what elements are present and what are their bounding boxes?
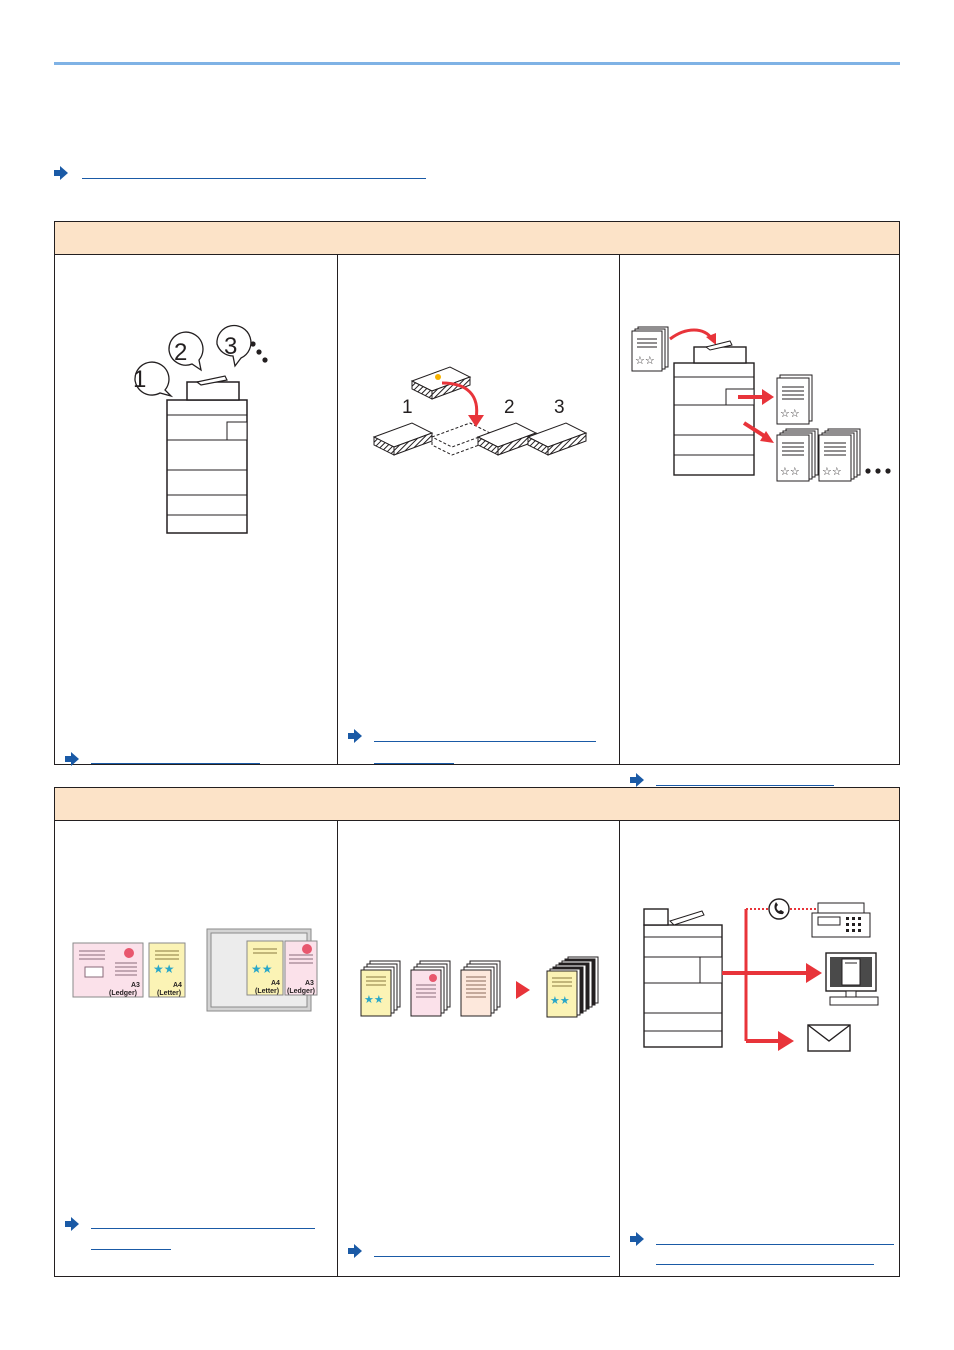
balloon-3: 3 bbox=[216, 324, 252, 368]
svg-text:2: 2 bbox=[174, 339, 187, 366]
output-3: ☆☆ bbox=[818, 428, 861, 482]
scan-set-3 bbox=[460, 960, 501, 1017]
section-2-cell-2: ★★ bbox=[337, 821, 619, 1276]
svg-text:★★: ★★ bbox=[364, 994, 384, 1006]
phone-icon bbox=[768, 898, 790, 920]
section-1-cell-1: 1 2 3 bbox=[55, 255, 337, 766]
scan-set-2 bbox=[410, 960, 451, 1017]
svg-text:★★: ★★ bbox=[550, 995, 570, 1007]
link-arrow-icon bbox=[630, 1232, 644, 1246]
balloon-1: 1 bbox=[133, 361, 174, 398]
svg-text:☆☆: ☆☆ bbox=[635, 355, 655, 367]
section-1-cell-3: ☆☆ ☆☆ bbox=[619, 255, 901, 787]
copy-multiple-illustration: ☆☆ ☆☆ bbox=[631, 326, 891, 482]
fax-icon bbox=[811, 902, 871, 938]
link-arrow-icon bbox=[348, 729, 362, 743]
output-1: ☆☆ bbox=[776, 374, 813, 425]
section-2-cell-3 bbox=[619, 821, 901, 1276]
svg-text:☆☆: ☆☆ bbox=[822, 466, 842, 478]
svg-text:A4: A4 bbox=[271, 980, 280, 987]
scan-output: ★★ bbox=[546, 956, 599, 1018]
output-2: ☆☆ bbox=[776, 428, 819, 482]
svg-text:3: 3 bbox=[554, 397, 565, 418]
svg-text:A3: A3 bbox=[305, 980, 314, 987]
section-1-header bbox=[55, 222, 899, 255]
a3-original: A3 (Ledger) bbox=[72, 942, 144, 998]
section-2-header bbox=[55, 788, 899, 821]
scan-set-1: ★★ bbox=[360, 960, 401, 1017]
stack-2 bbox=[476, 422, 538, 456]
mixed-size-illustration: A3 (Ledger) ★★ A4 (Letter) ★★ A4 (Letter… bbox=[72, 928, 318, 1012]
multi-send-illustration bbox=[643, 898, 879, 1052]
a4-original: ★★ A4 (Letter) bbox=[148, 942, 186, 998]
svg-text:A4: A4 bbox=[173, 982, 182, 989]
svg-text:1: 1 bbox=[133, 366, 146, 393]
link-arrow-icon bbox=[65, 1217, 79, 1231]
section-2-cell-1: A3 (Ledger) ★★ A4 (Letter) ★★ A4 (Letter… bbox=[55, 821, 337, 1276]
svg-text:☆☆: ☆☆ bbox=[780, 466, 800, 478]
original-stack: ☆☆ bbox=[631, 326, 669, 372]
svg-text:(Letter): (Letter) bbox=[255, 988, 279, 995]
stack-3 bbox=[526, 422, 588, 456]
svg-text:(Ledger): (Ledger) bbox=[109, 990, 137, 997]
top-link[interactable] bbox=[54, 164, 426, 182]
top-rule bbox=[54, 62, 900, 65]
link-arrow-icon bbox=[54, 166, 68, 180]
interrupt-copy-illustration: 1 2 3 bbox=[372, 366, 588, 456]
svg-text:(Ledger): (Ledger) bbox=[287, 988, 315, 995]
link-arrow-icon bbox=[65, 752, 79, 766]
svg-text:A3: A3 bbox=[131, 982, 140, 989]
svg-text:★★: ★★ bbox=[153, 962, 175, 976]
section-1-cell-2: 1 2 3 bbox=[337, 255, 619, 764]
document-processor: ★★ A4 (Letter) A3 (Ledger) bbox=[206, 928, 318, 1012]
link-arrow-icon bbox=[348, 1244, 362, 1258]
section-1: 1 2 3 bbox=[54, 221, 901, 787]
link-arrow-icon bbox=[630, 773, 644, 787]
envelope-icon bbox=[807, 1024, 851, 1052]
svg-text:3: 3 bbox=[224, 333, 237, 360]
svg-text:★★: ★★ bbox=[251, 962, 273, 976]
stack-1 bbox=[372, 422, 434, 456]
balloon-2: 2 bbox=[168, 331, 204, 372]
svg-text:2: 2 bbox=[504, 397, 515, 418]
stack-top bbox=[410, 366, 472, 400]
svg-text:1: 1 bbox=[402, 397, 413, 418]
reserve-jobs-illustration: 1 2 3 bbox=[133, 324, 268, 534]
svg-text:☆☆: ☆☆ bbox=[780, 408, 800, 420]
svg-text:(Letter): (Letter) bbox=[157, 990, 181, 997]
computer-icon bbox=[825, 952, 879, 1006]
section-2: A3 (Ledger) ★★ A4 (Letter) ★★ A4 (Letter… bbox=[54, 787, 900, 1277]
continuous-scan-illustration: ★★ bbox=[360, 956, 599, 1018]
